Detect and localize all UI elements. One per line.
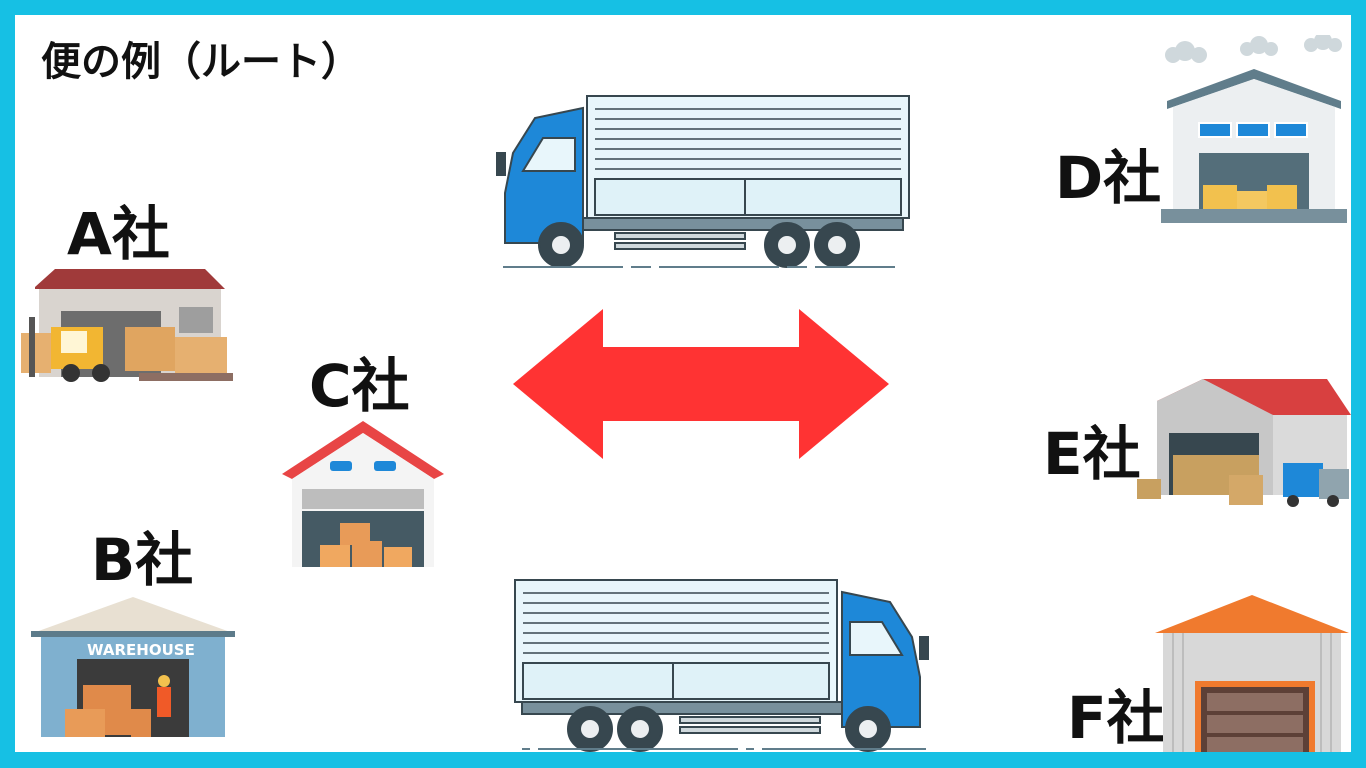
company-label-e: E社 xyxy=(1043,420,1141,488)
warehouse-icon-e xyxy=(1137,379,1351,507)
double-arrow-icon xyxy=(513,309,889,459)
truck-icon-top xyxy=(496,95,910,268)
company-label-a: A社 xyxy=(67,200,170,268)
company-label-c: C社 xyxy=(309,352,410,420)
company-label-d: D社 xyxy=(1055,144,1162,212)
warehouse-icon-c xyxy=(282,421,444,567)
truck-icon-bottom xyxy=(514,579,929,752)
company-label-f: F社 xyxy=(1067,684,1165,752)
warehouse-sign: WAREHOUSE xyxy=(87,641,195,659)
warehouse-icon-f xyxy=(1155,595,1349,752)
page-title: 便の例（ルート） xyxy=(41,39,361,85)
diagram-canvas: 便の例（ルート） xyxy=(15,15,1351,752)
warehouse-icon-b xyxy=(31,597,235,737)
company-label-b: B社 xyxy=(91,526,194,594)
warehouse-icon-a xyxy=(21,269,233,382)
warehouse-icon-d xyxy=(1161,35,1347,223)
